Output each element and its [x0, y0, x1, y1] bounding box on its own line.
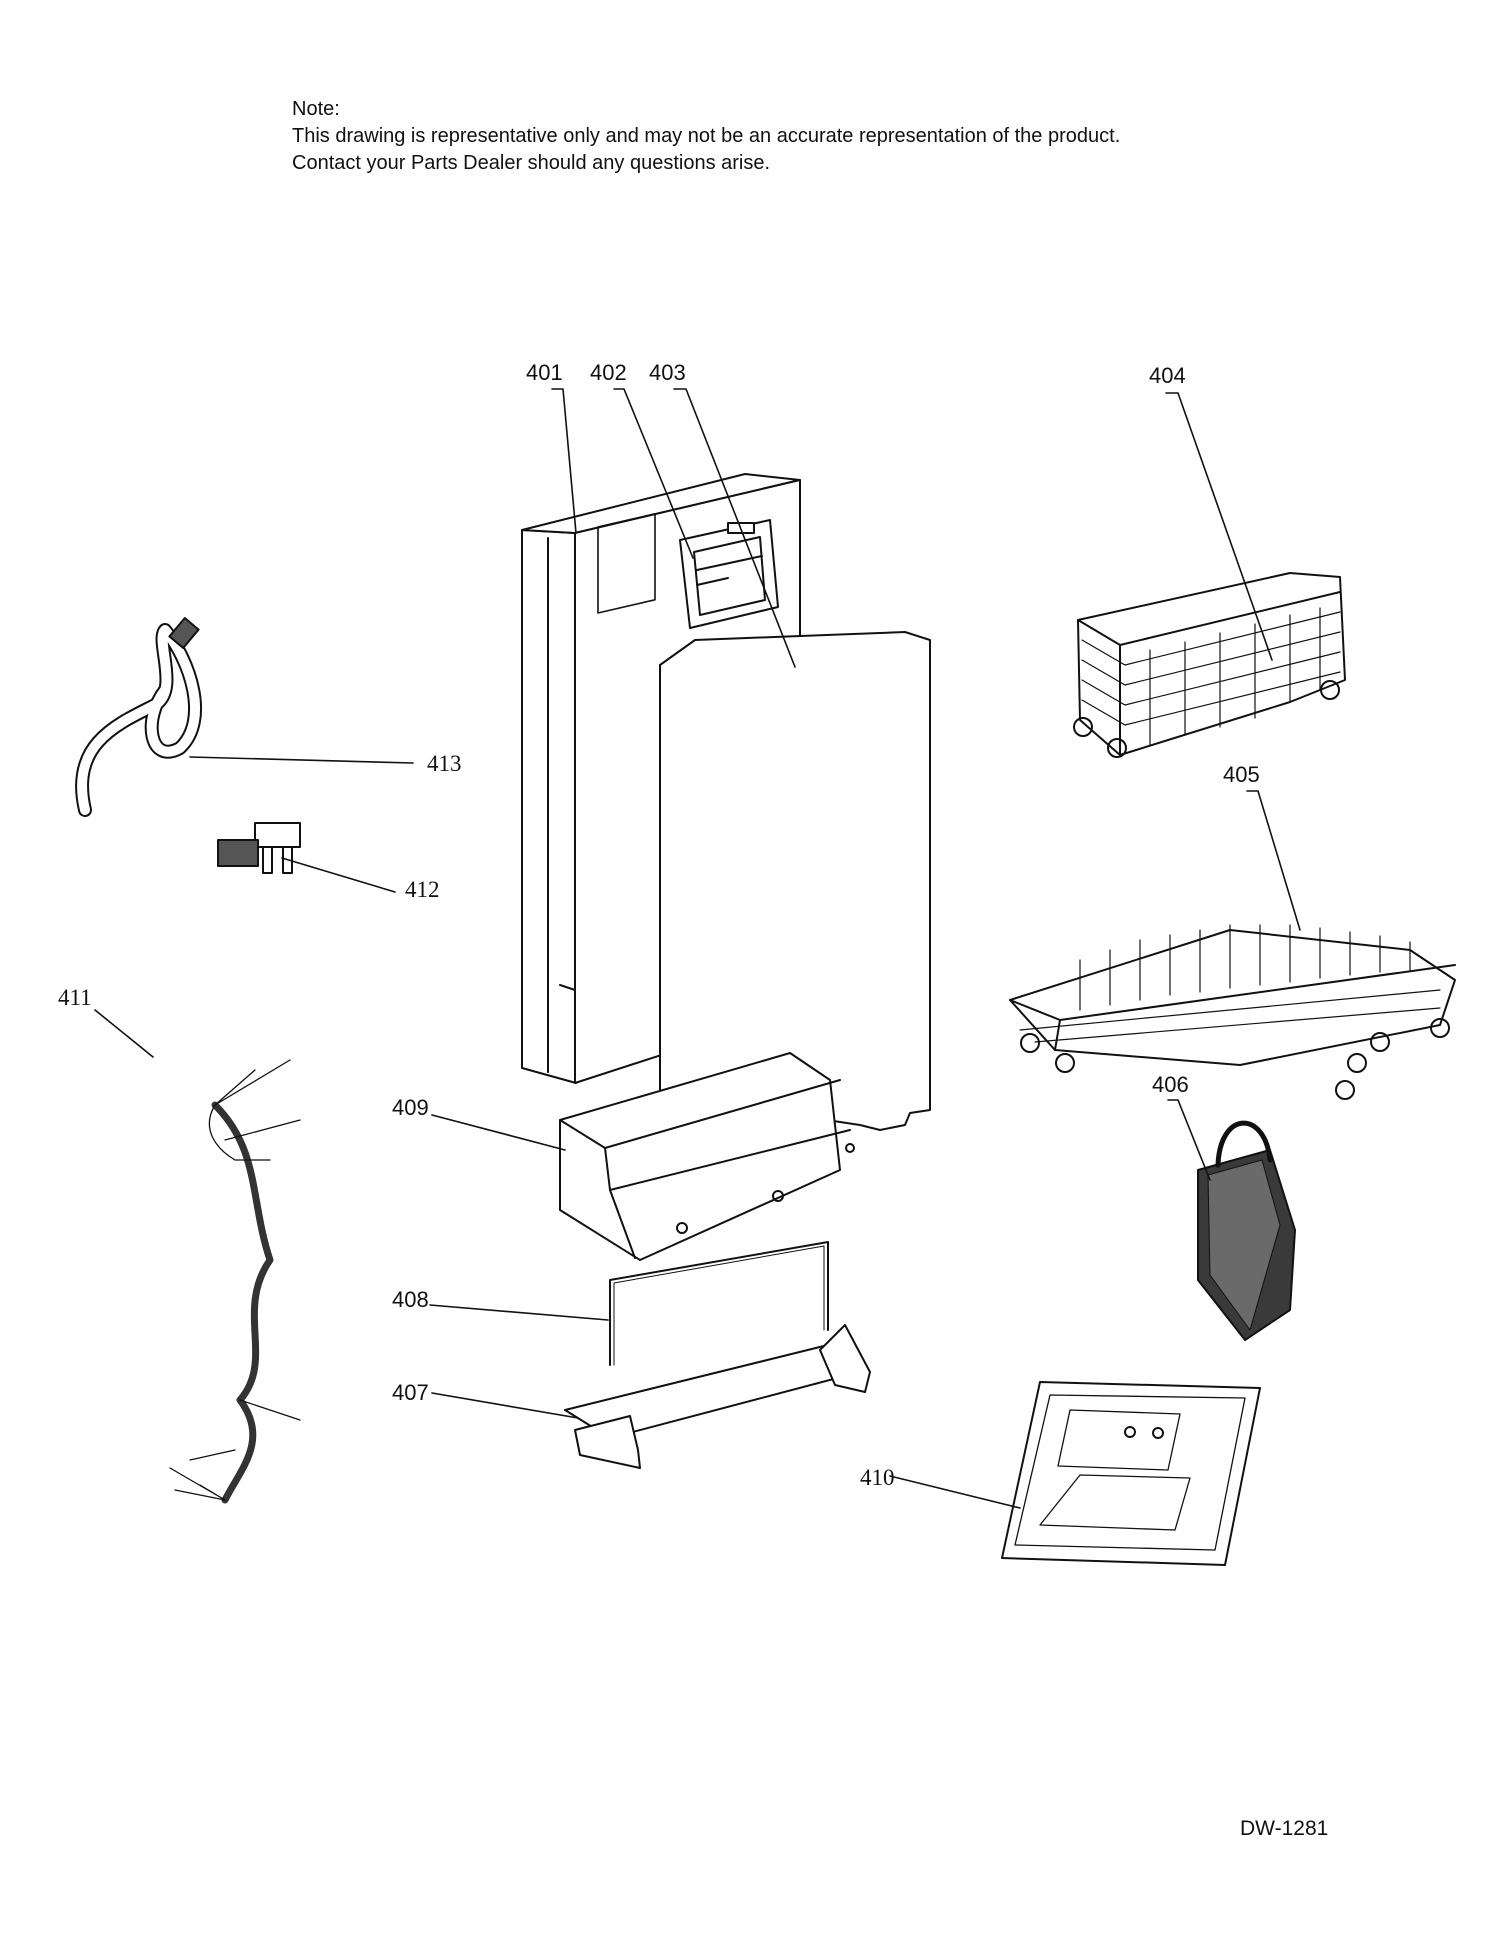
leader-410	[889, 1475, 1021, 1509]
disclaimer-note: Note: This drawing is representative onl…	[292, 96, 1120, 177]
part-413-drain-hose	[75, 617, 202, 817]
callout-402: 402	[590, 360, 627, 385]
callout-413: 413	[427, 751, 462, 776]
callout-408: 408	[392, 1287, 429, 1312]
note-heading: Note:	[292, 98, 340, 120]
leader-401	[551, 388, 577, 534]
part-407-hinge-bracket	[564, 1324, 871, 1469]
drawing-code: DW-1281	[1240, 1817, 1329, 1840]
leader-407	[431, 1392, 579, 1419]
callout-401: 401	[526, 360, 563, 385]
part-404-upper-rack	[1073, 572, 1346, 758]
leader-412	[281, 857, 396, 893]
leader-408	[429, 1304, 609, 1321]
part-410-base-plate	[1001, 1381, 1261, 1566]
part-406-silverware-basket	[1197, 1120, 1296, 1341]
callout-411: 411	[58, 985, 92, 1010]
leader-409	[431, 1114, 566, 1151]
callout-406: 406	[1152, 1072, 1189, 1097]
callout-409: 409	[392, 1095, 429, 1120]
callout-403: 403	[649, 360, 686, 385]
part-408-gasket	[609, 1241, 829, 1366]
callout-412: 412	[405, 877, 440, 902]
leader-402	[613, 388, 694, 559]
callout-410: 410	[860, 1465, 895, 1490]
part-412-inlet-valve	[217, 822, 301, 874]
part-405-lower-rack	[1009, 924, 1456, 1100]
part-409-front-panel	[559, 1052, 855, 1261]
callout-407: 407	[392, 1380, 429, 1405]
part-411-wire-harness	[169, 1059, 301, 1504]
leader-404	[1165, 392, 1273, 661]
leader-413	[189, 756, 414, 764]
leader-405	[1246, 790, 1301, 931]
note-line-2: Contact your Parts Dealer should any que…	[292, 152, 771, 174]
callout-405: 405	[1223, 762, 1260, 787]
leader-403	[673, 388, 796, 668]
leader-406	[1167, 1099, 1211, 1181]
leader-411	[94, 1009, 154, 1058]
callout-404: 404	[1149, 363, 1186, 388]
note-line-1: This drawing is representative only and …	[292, 125, 1121, 147]
